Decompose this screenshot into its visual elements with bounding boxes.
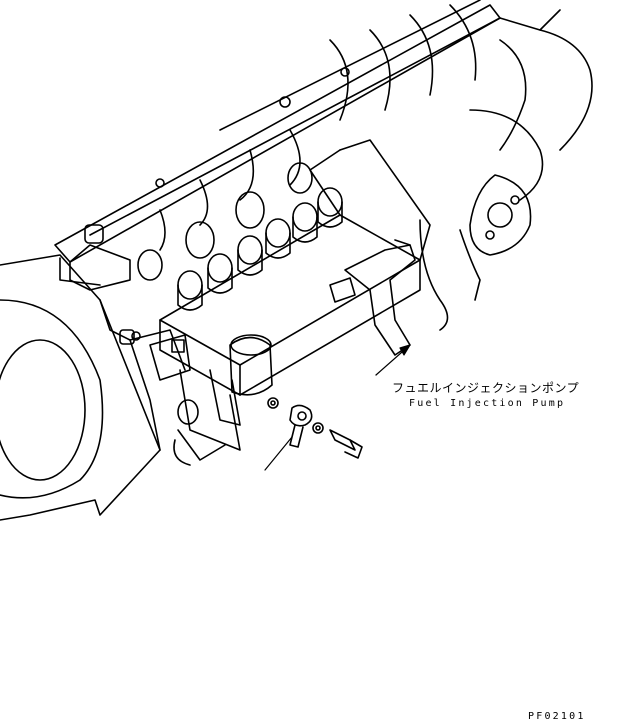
- fuel-injection-pump-label-en: Fuel Injection Pump: [409, 398, 566, 409]
- pump-leader-arrow: [399, 344, 411, 356]
- banjo-fitting: [267, 397, 363, 459]
- figure-code: PF02101: [528, 711, 586, 722]
- fuel-injection-pump: [149, 139, 431, 466]
- leader-lines: [264, 344, 411, 471]
- valve-cover: [54, 0, 561, 291]
- engine-block: [0, 254, 186, 521]
- fuel-injection-pump-label-jp: フュエルインジェクションポンプ: [392, 381, 580, 395]
- banjo-leader-line: [264, 436, 293, 471]
- intake-manifold: [137, 4, 593, 331]
- delivery-valves: [177, 187, 343, 311]
